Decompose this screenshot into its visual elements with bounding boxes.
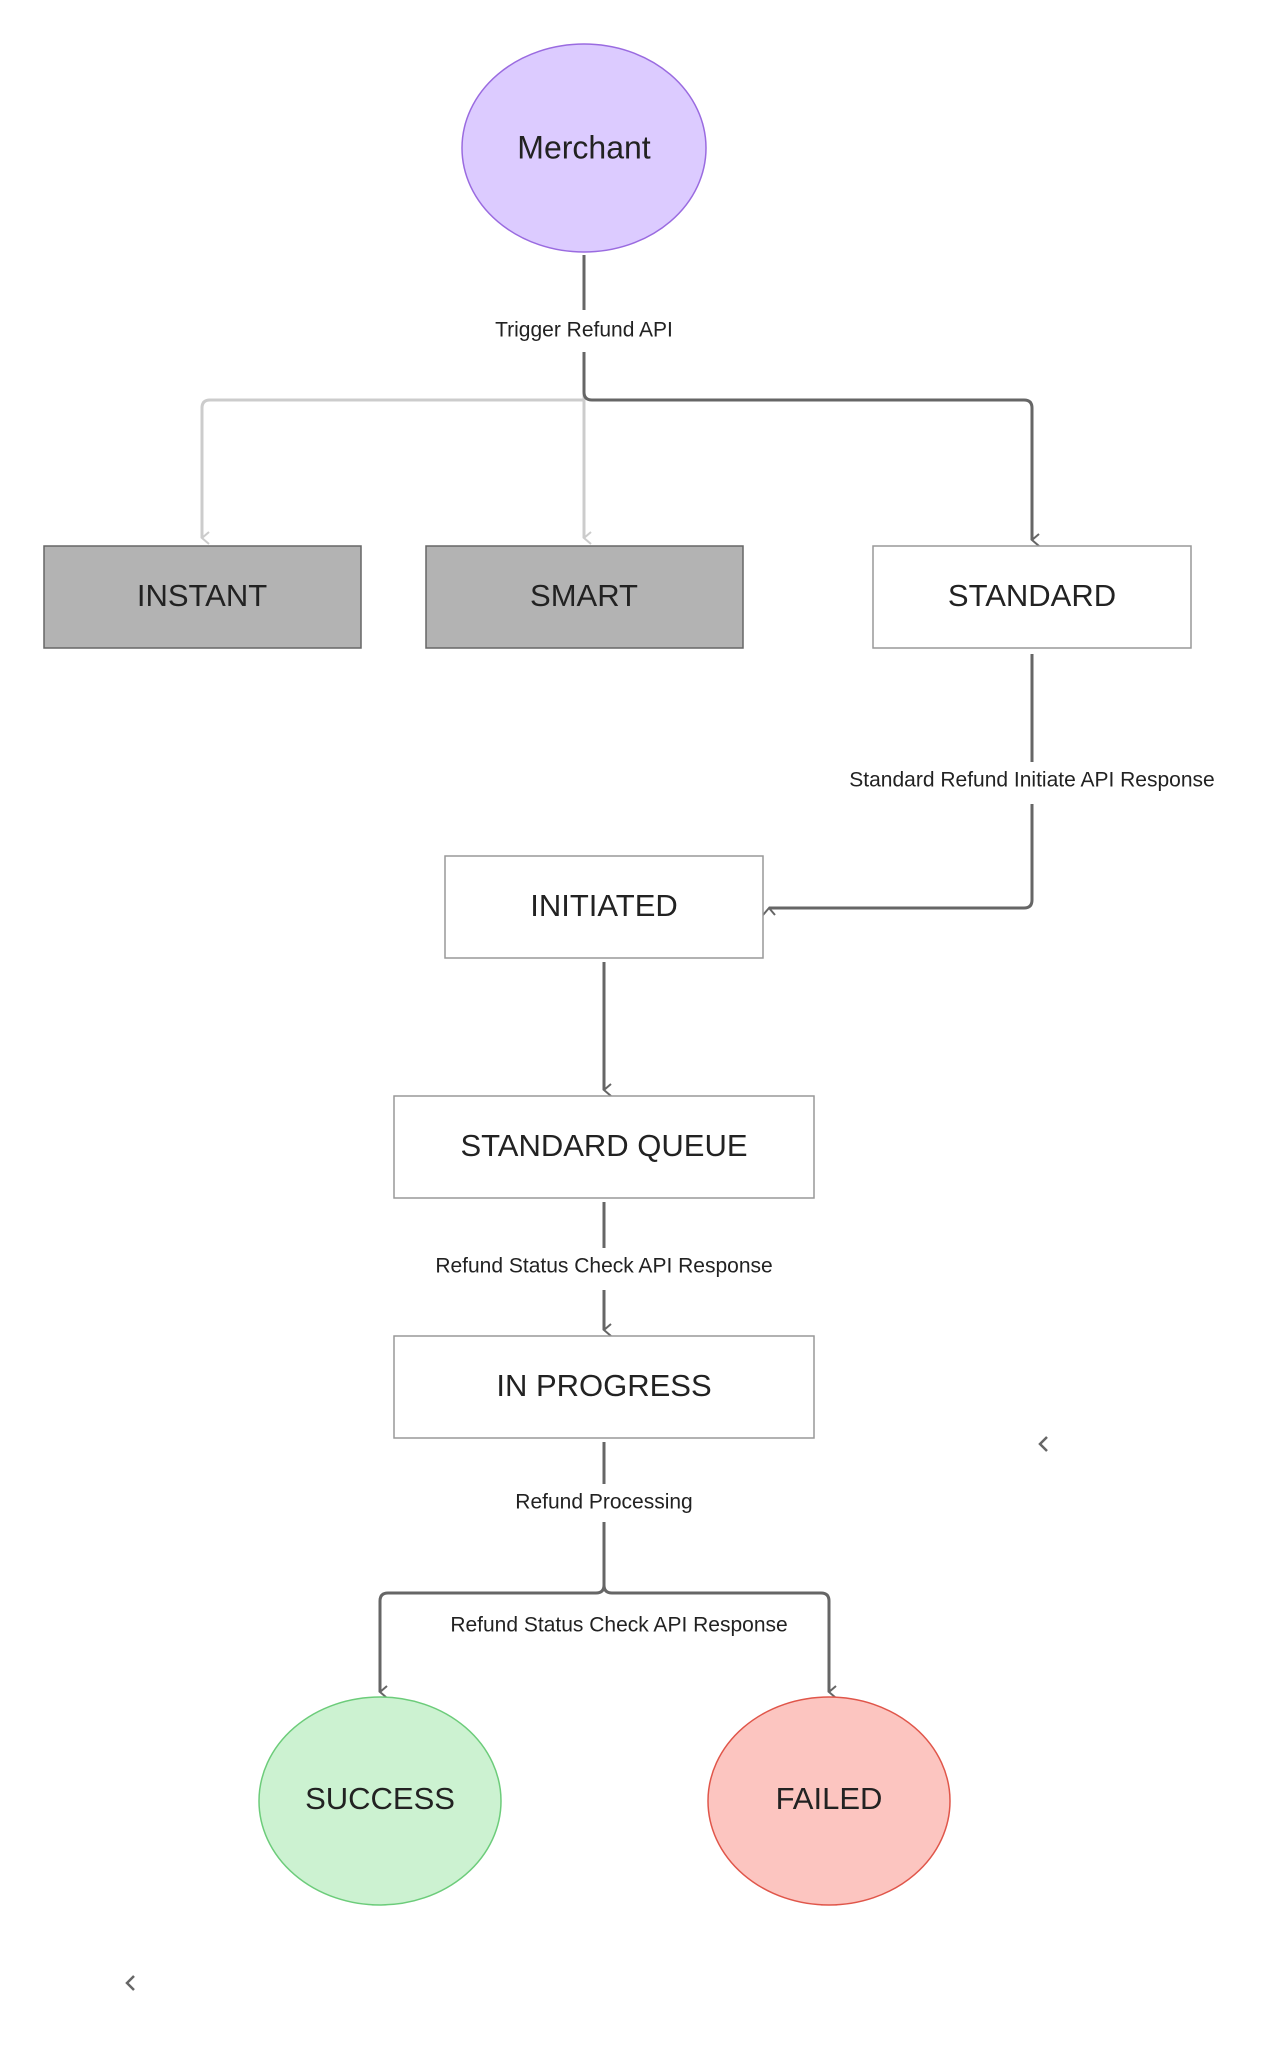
edge-label-standard-initiate: Standard Refund Initiate API Response xyxy=(849,769,1214,792)
edge-inprogress-success xyxy=(378,1522,606,1699)
failed-label: FAILED xyxy=(776,1781,883,1816)
edge-label-status-check-1: Refund Status Check API Response xyxy=(435,1255,772,1278)
edge-merchant-standard xyxy=(582,352,1040,547)
edge-merchant-instant xyxy=(200,390,586,545)
smart-label: SMART xyxy=(530,578,638,613)
node-initiated[interactable]: INITIATED xyxy=(444,855,764,959)
node-success[interactable]: SUCCESS xyxy=(258,1696,502,1906)
initiated-label: INITIATED xyxy=(530,888,678,923)
stray-arrowhead-right xyxy=(1038,1436,1048,1452)
instant-label: INSTANT xyxy=(137,578,267,613)
node-failed[interactable]: FAILED xyxy=(707,1696,951,1906)
edge-label-processing: Refund Processing xyxy=(515,1491,692,1514)
in-progress-label: IN PROGRESS xyxy=(496,1368,711,1403)
success-ellipse xyxy=(258,1696,502,1906)
edge-label-status-check-2: Refund Status Check API Response xyxy=(450,1614,787,1637)
edge-standard-initiated xyxy=(762,804,1034,916)
connectors xyxy=(125,255,1048,1991)
failed-ellipse xyxy=(707,1696,951,1906)
standard-queue-box xyxy=(393,1095,815,1199)
edge-inprogress-failed xyxy=(602,1584,837,1699)
smart-box xyxy=(425,545,744,649)
success-label: SUCCESS xyxy=(305,1781,455,1816)
edge-label-trigger: Trigger Refund API xyxy=(495,319,673,342)
instant-box xyxy=(43,545,362,649)
stray-arrowhead-bottom xyxy=(125,1975,135,1991)
edge-labels: Trigger Refund API Standard Refund Initi… xyxy=(435,319,1214,1637)
node-in-progress[interactable]: IN PROGRESS xyxy=(393,1335,815,1439)
in-progress-box xyxy=(393,1335,815,1439)
node-standard-queue[interactable]: STANDARD QUEUE xyxy=(393,1095,815,1199)
standard-box xyxy=(872,545,1192,649)
node-merchant[interactable]: Merchant xyxy=(461,43,707,253)
merchant-ellipse xyxy=(461,43,707,253)
node-smart[interactable]: SMART xyxy=(425,545,744,649)
node-standard[interactable]: STANDARD xyxy=(872,545,1192,649)
standard-label: STANDARD xyxy=(948,578,1116,613)
merchant-label: Merchant xyxy=(517,129,651,165)
node-instant[interactable]: INSTANT xyxy=(43,545,362,649)
standard-queue-label: STANDARD QUEUE xyxy=(460,1128,747,1163)
initiated-box xyxy=(444,855,764,959)
